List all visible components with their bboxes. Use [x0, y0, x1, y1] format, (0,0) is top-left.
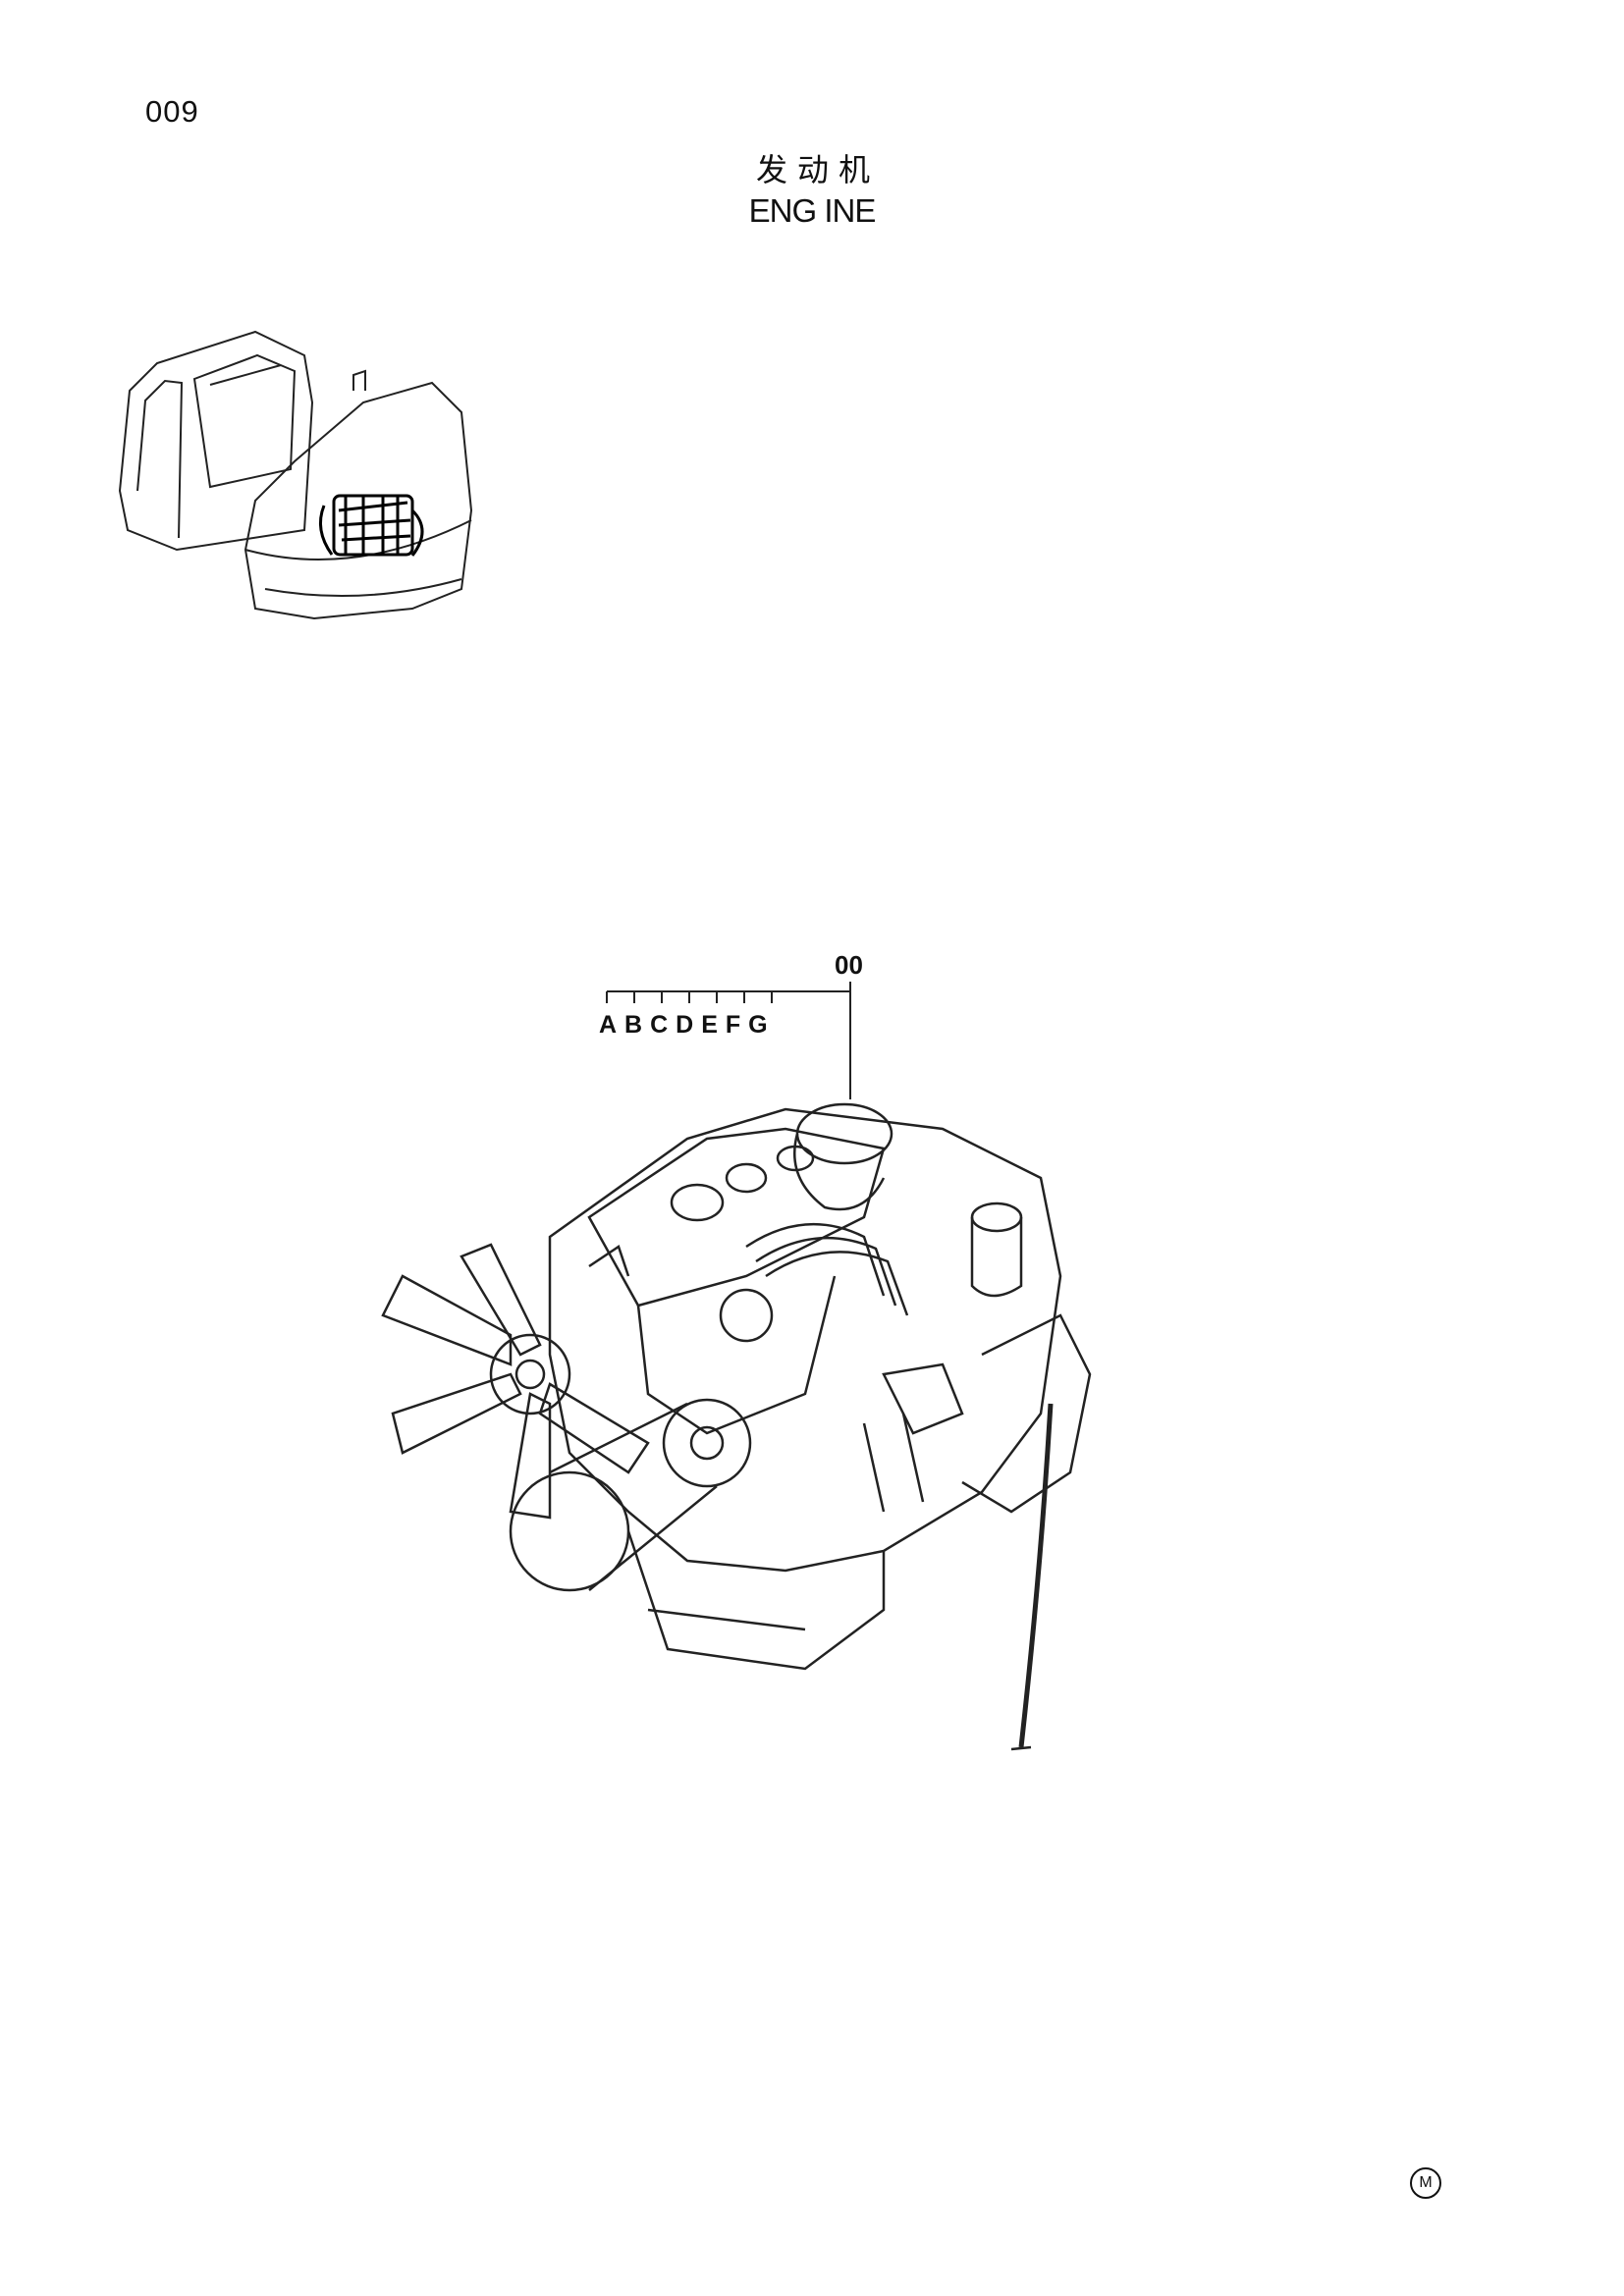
page-number: 009 — [145, 94, 199, 129]
variant-letters-callout: ABCDEFG — [599, 1011, 776, 1039]
page-title-zh: 发动机 — [755, 151, 880, 188]
part-code-callout: 00 — [835, 950, 863, 980]
model-mark-icon: M — [1410, 2167, 1441, 2199]
page-title-en: ENG INE — [748, 192, 877, 229]
